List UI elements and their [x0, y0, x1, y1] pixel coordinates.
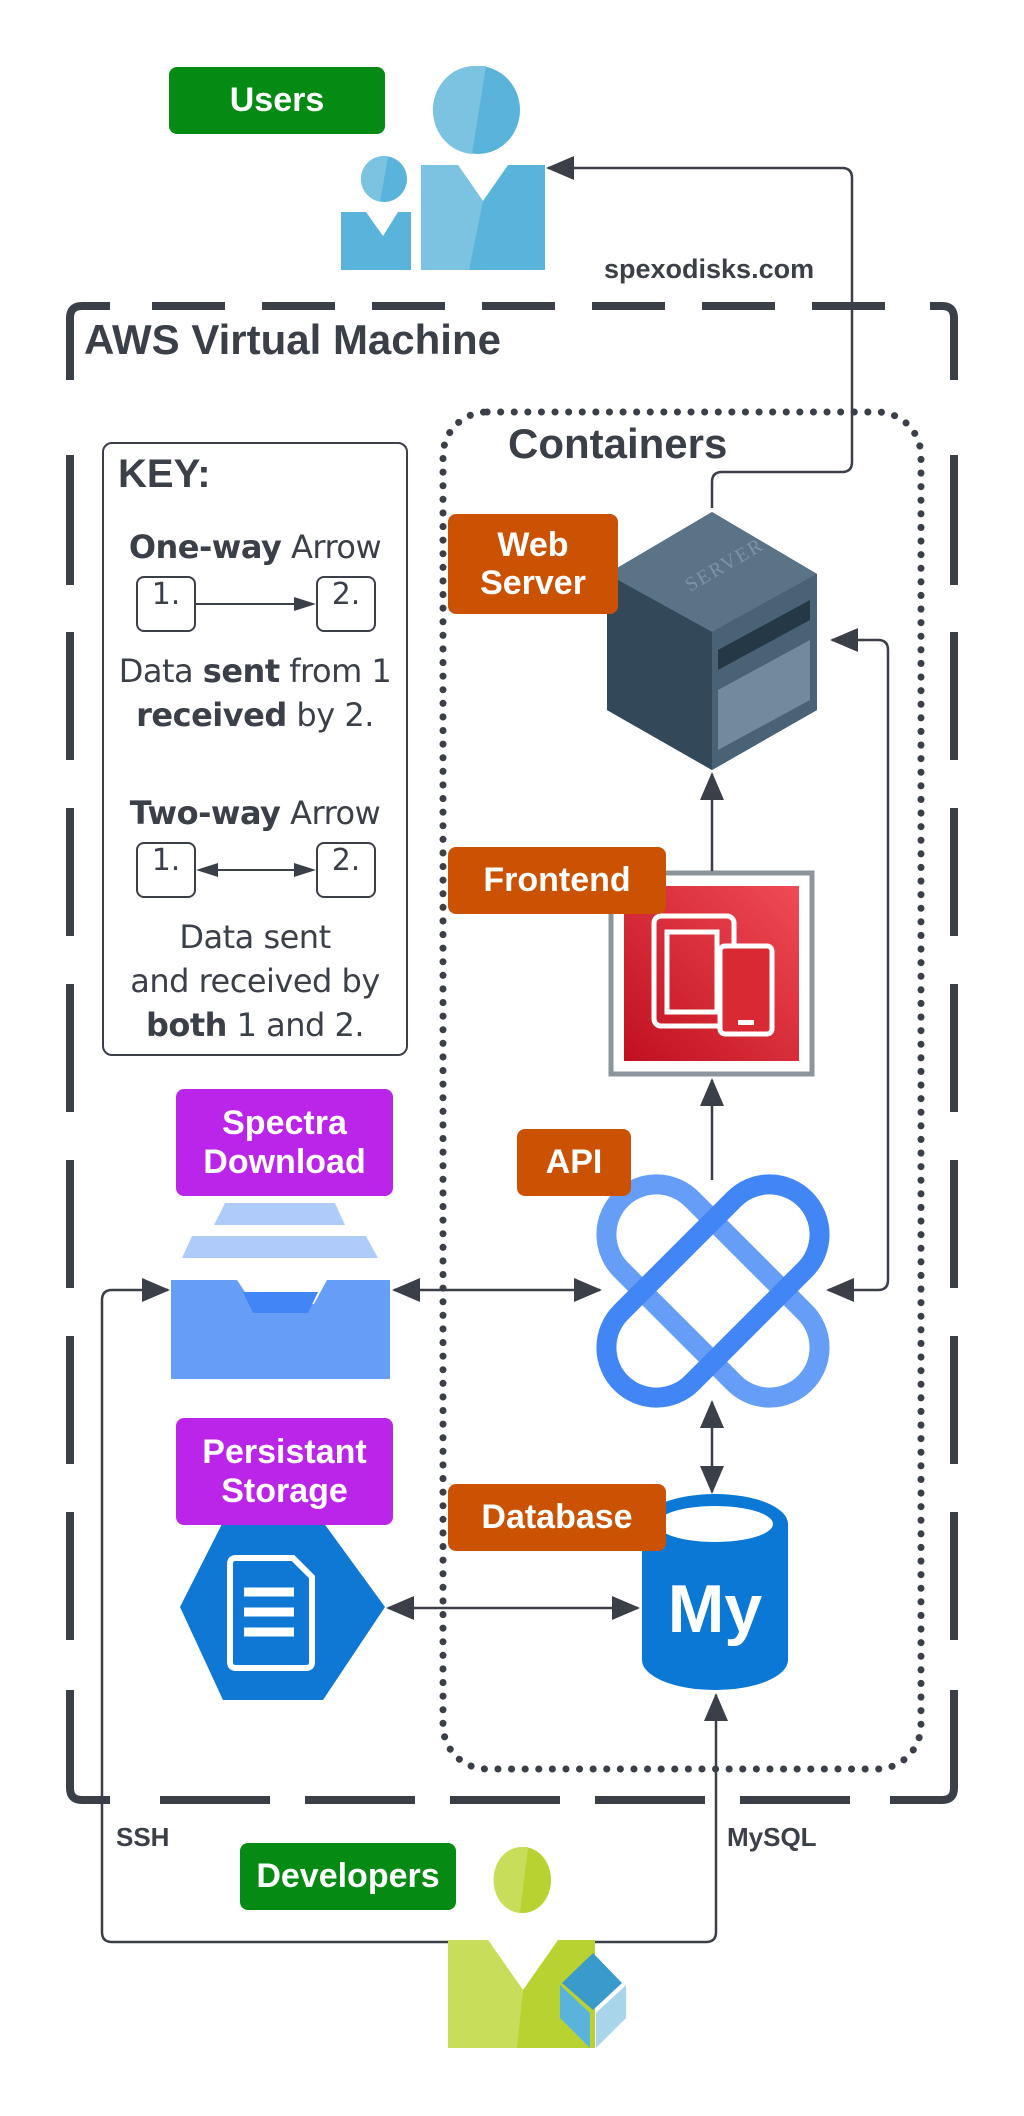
developers-icon: [448, 1846, 626, 2048]
legend-two-way-box-1: 1.: [136, 842, 196, 898]
spectra-download-label: Spectra Download: [176, 1089, 393, 1196]
api-label: API: [517, 1129, 631, 1196]
legend-one-way-box-2: 2.: [316, 576, 376, 632]
ssh-label: SSH: [116, 1822, 170, 1852]
spectra-download-icon: [171, 1203, 390, 1379]
persistent-storage-label: Persistant Storage: [176, 1418, 393, 1525]
edge-developers-database-mysql: [595, 1693, 728, 1944]
persistent-storage-icon: [180, 1522, 385, 1700]
legend-one-way-box-1: 1.: [136, 576, 196, 632]
edge-developers-spectra-ssh: [100, 1278, 448, 1944]
edge-webserver-api: [826, 628, 890, 1302]
legend-two-way-desc-1: Data sent: [179, 918, 331, 956]
legend-one-way-desc-2: received by 2.: [136, 696, 374, 734]
db-icon-label: My: [668, 1571, 763, 1647]
frontend-icon: [608, 870, 815, 1077]
developers-label: Developers: [240, 1843, 456, 1910]
domain-label: spexodisks.com: [604, 254, 815, 284]
mysql-label: MySQL: [727, 1822, 817, 1852]
users-icon: [341, 65, 545, 270]
legend-two-way-arrow: [196, 863, 316, 877]
web-server-icon: SERVER: [607, 512, 817, 770]
legend-two-way-box-2: 2.: [316, 842, 376, 898]
connectors: [100, 156, 890, 1944]
legend-one-way-arrow: [196, 597, 316, 611]
containers-title: Containers: [508, 420, 728, 467]
legend-one-way-desc-1: Data sent from 1: [118, 652, 392, 690]
legend-title: KEY:: [118, 452, 211, 496]
aws-vm-boundary: [66, 302, 958, 1804]
users-label: Users: [169, 67, 385, 134]
legend-one-way-heading: One-way Arrow: [128, 528, 382, 566]
vm-title: AWS Virtual Machine: [84, 316, 501, 363]
api-icon: [596, 1174, 830, 1408]
edge-webserver-users: [546, 156, 854, 508]
legend-two-way-desc-3: both 1 and 2.: [145, 1006, 365, 1044]
database-label: Database: [448, 1484, 666, 1551]
frontend-label: Frontend: [448, 847, 666, 914]
legend-two-way-heading: Two-way Arrow: [129, 794, 381, 832]
web-server-label: Web Server: [448, 514, 618, 614]
legend-two-way-desc-2: and received by: [130, 962, 380, 1000]
legend-key: KEY: One-way Arrow 1. 2. Data sent from …: [102, 442, 408, 1056]
database-icon: My: [642, 1494, 788, 1690]
